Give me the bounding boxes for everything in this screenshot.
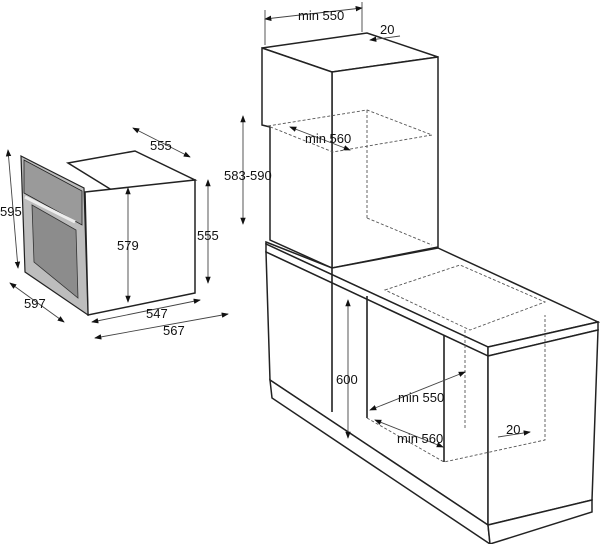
cabinet-drawing [261, 32, 600, 544]
base-side [487, 329, 599, 526]
oven-depth-body-label: 547 [146, 306, 168, 321]
base-height-label: 600 [336, 372, 358, 387]
oven-drawing [20, 150, 198, 317]
tall-cabinet-gap-label: 20 [380, 22, 394, 37]
base-depth-label: min 560 [397, 431, 443, 446]
tall-cabinet-width-label: min 550 [298, 8, 344, 23]
base-gap-label: 20 [506, 422, 520, 437]
oven-width-front-label: 597 [24, 296, 46, 311]
oven-door-handle [24, 195, 76, 224]
oven-height-side-label: 555 [197, 228, 219, 243]
oven-depth-total-label: 567 [163, 323, 185, 338]
oven-control-panel [23, 159, 83, 226]
hob-cutout [383, 264, 547, 331]
oven-side [84, 179, 196, 316]
cabinet-dimensions [240, 2, 531, 448]
base-width-label: min 550 [398, 390, 444, 405]
oven-dimensions [5, 127, 229, 340]
tall-cabinet-side [331, 56, 439, 269]
oven-door-glass [31, 204, 79, 299]
tall-cabinet-front [261, 46, 333, 270]
oven-height-total-label: 595 [0, 204, 22, 219]
oven-depth-top-label: 555 [150, 138, 172, 153]
tall-niche-height-label: 583-590 [224, 168, 272, 183]
oven-height-body-label: 579 [117, 238, 139, 253]
tall-niche-depth-label: min 560 [305, 131, 351, 146]
